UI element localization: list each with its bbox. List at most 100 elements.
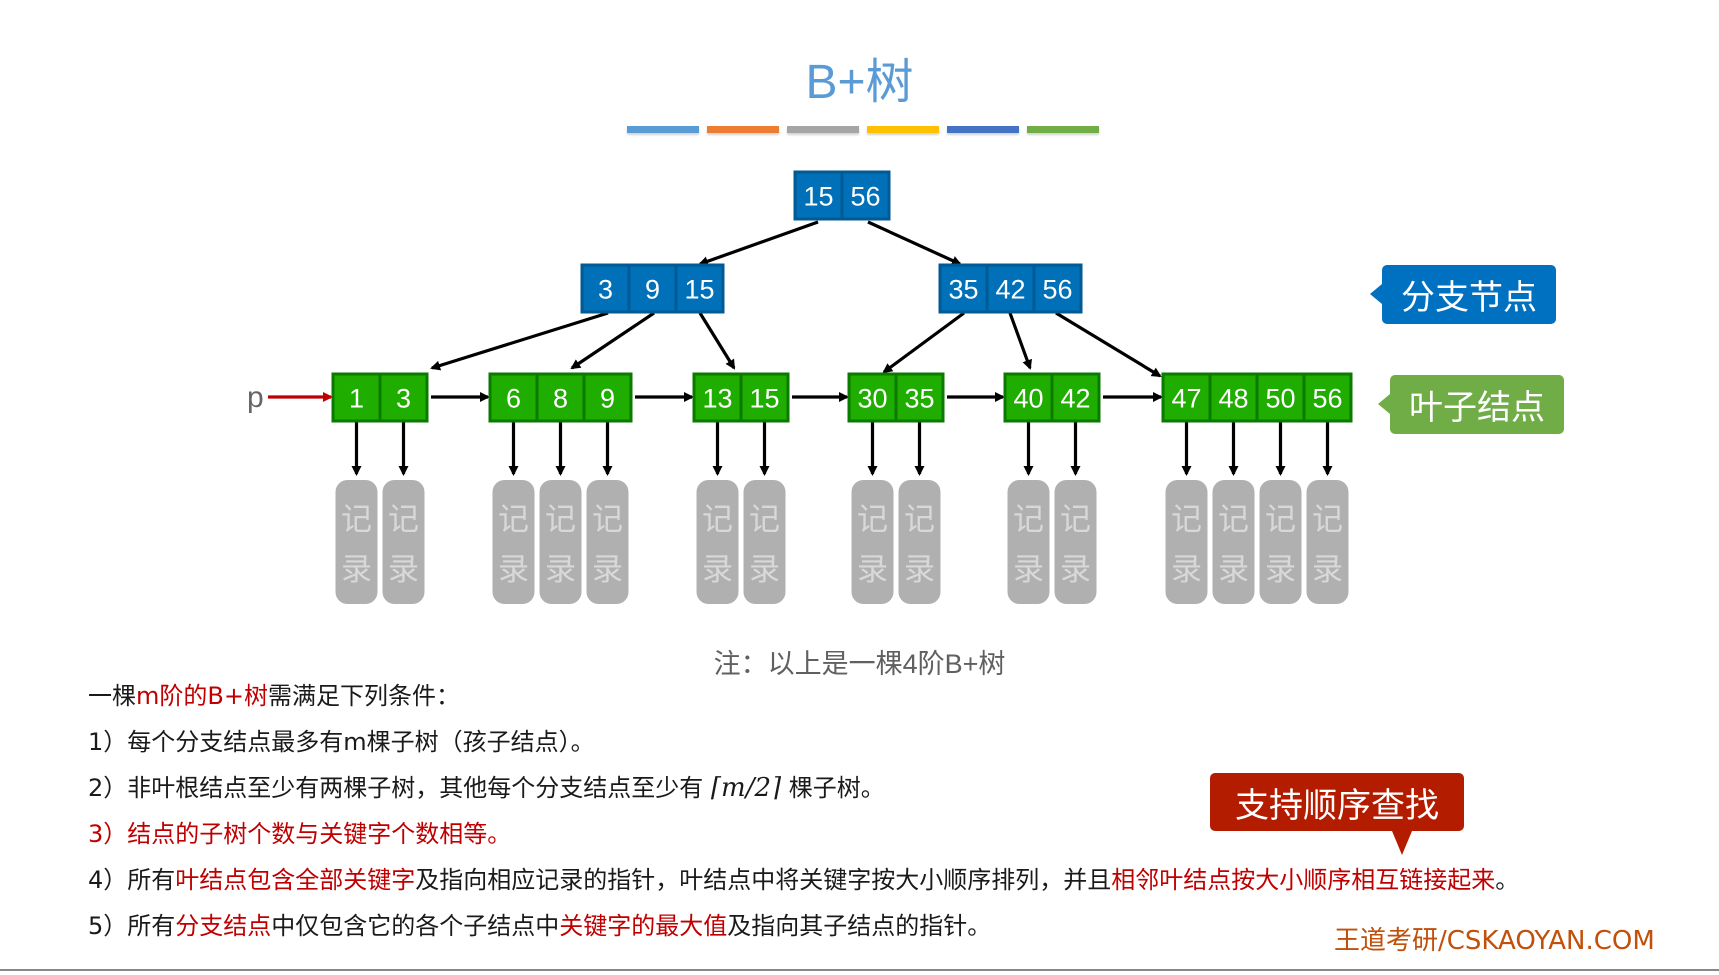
highlight-text: m阶的B+树 xyxy=(136,682,268,710)
branch-node: 35 42 56 xyxy=(938,263,1083,314)
record-block: 记录 xyxy=(1212,480,1255,604)
key-value: 6 xyxy=(506,384,521,414)
condition-4: 4）所有叶结点包含全部关键字及指向相应记录的指针，叶结点中将关键字按大小顺序排列… xyxy=(88,866,1520,894)
tree-edge xyxy=(1008,312,1032,370)
highlight-text: 关键字的最大值 xyxy=(559,912,728,940)
key-cell xyxy=(894,372,945,423)
record-label: 录 xyxy=(702,552,733,588)
highlight-text: 分支结点 xyxy=(175,912,272,940)
ceil-m-over-2: ⌈m/2⌉ xyxy=(710,773,782,803)
key-value: 50 xyxy=(1265,384,1295,414)
key-value: 15 xyxy=(749,384,779,414)
callout-pointer xyxy=(1370,284,1382,304)
key-cell xyxy=(847,372,898,423)
tree-edge xyxy=(698,220,819,267)
record-label: 记 xyxy=(1312,502,1343,538)
accent-bar xyxy=(947,126,1019,133)
record-label: 记 xyxy=(1218,502,1249,538)
key-cell xyxy=(1032,263,1083,314)
key-cell xyxy=(378,372,429,423)
record-block: 记录 xyxy=(492,480,535,604)
condition-2: 2）非叶根结点至少有两棵子树，其他每个分支结点至少有 ⌈m/2⌉ 棵子树。 xyxy=(88,773,885,803)
key-cell xyxy=(793,170,844,221)
condition-3: 3）结点的子树个数与关键字个数相等。 xyxy=(88,820,512,848)
key-value: 47 xyxy=(1171,384,1201,414)
tree-edge xyxy=(867,220,962,266)
record-label: 记 xyxy=(592,502,623,538)
accent-bar xyxy=(1027,126,1099,133)
record-label: 记 xyxy=(749,502,780,538)
bottom-divider xyxy=(0,969,1719,971)
key-cell xyxy=(535,372,586,423)
highlight-text: 相邻叶结点按大小顺序相互链接起来 xyxy=(1111,866,1496,894)
key-value: 8 xyxy=(553,384,568,414)
head-pointer-label: p xyxy=(247,381,264,414)
tree-edge xyxy=(882,311,965,374)
record-label: 记 xyxy=(1013,502,1044,538)
record-label: 录 xyxy=(904,552,935,588)
branch-node-callout-label: 分支节点 xyxy=(1401,278,1537,318)
key-value: 42 xyxy=(995,275,1025,305)
record-label: 录 xyxy=(1312,552,1343,588)
tree-edge xyxy=(430,311,609,371)
record-label: 录 xyxy=(749,552,780,588)
sequential-search-callout: 支持顺序查找 xyxy=(1210,773,1464,855)
record-block: 记录 xyxy=(851,480,894,604)
key-value: 48 xyxy=(1218,384,1248,414)
record-label: 记 xyxy=(702,502,733,538)
leaf-node-callout: 叶子结点 xyxy=(1378,375,1564,434)
record-block: 记录 xyxy=(539,480,582,604)
record-label: 录 xyxy=(1013,552,1044,588)
record-label: 记 xyxy=(1060,502,1091,538)
key-value: 9 xyxy=(600,384,615,414)
tree-edge xyxy=(1055,311,1162,378)
key-value: 56 xyxy=(850,182,880,212)
accent-bar xyxy=(627,126,699,133)
key-cell xyxy=(938,263,989,314)
leaf-node: 6 8 9 xyxy=(488,372,633,423)
key-value: 40 xyxy=(1013,384,1043,414)
record-block: 记录 xyxy=(1259,480,1302,604)
callout-pointer xyxy=(1378,394,1390,414)
record-block: 记录 xyxy=(1165,480,1208,604)
highlight-text: 叶结点包含全部关键字 xyxy=(175,866,416,894)
record-label: 记 xyxy=(545,502,576,538)
record-block: 记录 xyxy=(696,480,739,604)
record-label: 记 xyxy=(341,502,372,538)
record-label: 录 xyxy=(1265,552,1296,588)
record-block: 记录 xyxy=(1306,480,1349,604)
record-label: 录 xyxy=(1218,552,1249,588)
record-label: 记 xyxy=(904,502,935,538)
condition-1: 1）每个分支结点最多有m棵子树（孩子结点）。 xyxy=(88,728,595,756)
page-title: B+树 xyxy=(805,56,914,109)
accent-bar-strip xyxy=(627,126,1099,133)
record-block: 记录 xyxy=(586,480,629,604)
leaf-node-callout-label: 叶子结点 xyxy=(1409,388,1545,428)
key-cell xyxy=(1050,372,1101,423)
key-cell xyxy=(1161,372,1212,423)
record-block: 记录 xyxy=(335,480,378,604)
key-value: 1 xyxy=(349,384,364,414)
key-value: 35 xyxy=(948,275,978,305)
record-block: 记录 xyxy=(1007,480,1050,604)
key-value: 15 xyxy=(803,182,833,212)
key-value: 56 xyxy=(1042,275,1072,305)
tree-edge xyxy=(570,311,655,370)
record-label: 记 xyxy=(388,502,419,538)
key-cell xyxy=(582,372,633,423)
branch-node-callout: 分支节点 xyxy=(1370,265,1556,324)
record-label: 录 xyxy=(341,552,372,588)
record-block: 记录 xyxy=(898,480,941,604)
record-label: 录 xyxy=(388,552,419,588)
accent-bar xyxy=(867,126,939,133)
record-label: 录 xyxy=(1060,552,1091,588)
key-value: 3 xyxy=(598,275,613,305)
